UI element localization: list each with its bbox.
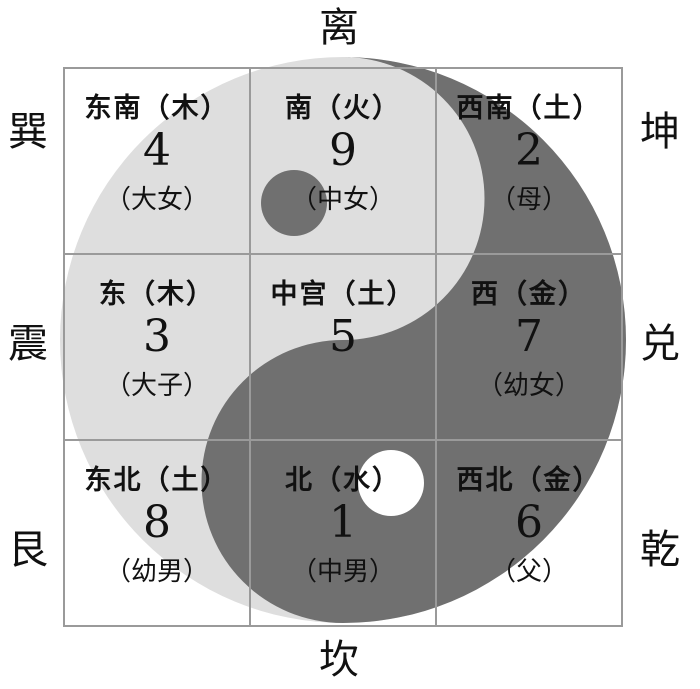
palace-direction: 东北（土）	[84, 465, 230, 496]
palace-direction: 西南（土）	[456, 93, 602, 124]
palace-number: 3	[143, 311, 171, 362]
palace-northeast: 东北（土） 8 （幼男）	[64, 440, 250, 626]
palace-number: 2	[515, 125, 543, 176]
trigram-li: 离	[319, 5, 359, 51]
palace-number: 8	[143, 497, 171, 548]
palace-direction: 中宫（土）	[270, 279, 416, 310]
taiji-dark-dot	[261, 170, 327, 236]
palace-southwest: 西南（土） 2 （母）	[436, 68, 622, 254]
grid-lines	[63, 67, 623, 627]
palace-south: 南（火） 9 （中女）	[250, 68, 436, 254]
palace-family: （中女）	[290, 185, 395, 215]
palace-family: （幼男）	[104, 557, 209, 587]
trigram-xun: 巽	[8, 109, 48, 155]
palace-number: 6	[515, 497, 543, 548]
palace-number: 5	[329, 311, 357, 362]
palace-family: （父）	[489, 557, 568, 587]
palace-family: （母）	[489, 185, 568, 215]
palace-north: 北（水） 1 （中男）	[250, 440, 436, 626]
nine-palace-grid: 东南（木） 4 （大女） 南（火） 9 （中女） 西南（土） 2 （母） 东（木…	[64, 68, 622, 626]
trigram-dui: 兑	[640, 321, 680, 367]
palace-family: （大女）	[104, 185, 209, 215]
palace-west: 西（金） 7 （幼女）	[436, 254, 622, 440]
palace-southeast: 东南（木） 4 （大女）	[64, 68, 250, 254]
trigram-qian: 乾	[640, 527, 680, 573]
palace-number: 1	[329, 497, 357, 548]
palace-family: （中男）	[290, 557, 395, 587]
palace-northwest: 西北（金） 6 （父）	[436, 440, 622, 626]
palace-direction: 西（金）	[471, 279, 587, 310]
taiji-light-dot	[358, 450, 424, 516]
palace-number: 9	[329, 125, 357, 176]
palace-direction: 北（水）	[285, 465, 401, 496]
palace-direction: 东（木）	[99, 279, 215, 310]
palace-family: （幼女）	[476, 371, 581, 401]
trigram-gen: 艮	[8, 527, 48, 573]
palace-number: 4	[143, 125, 171, 176]
palace-center: 中宫（土） 5	[250, 254, 436, 440]
taiji-dark-half	[201, 56, 627, 623]
trigram-kan: 坎	[319, 637, 359, 683]
trigram-kun: 坤	[640, 109, 680, 155]
palace-direction: 南（火）	[285, 93, 401, 124]
trigram-zhen: 震	[8, 321, 48, 367]
palace-east: 东（木） 3 （大子）	[64, 254, 250, 440]
palace-family: （大子）	[104, 371, 209, 401]
palace-direction: 东南（木）	[84, 93, 230, 124]
palace-number: 7	[515, 311, 543, 362]
palace-direction: 西北（金）	[456, 465, 602, 496]
